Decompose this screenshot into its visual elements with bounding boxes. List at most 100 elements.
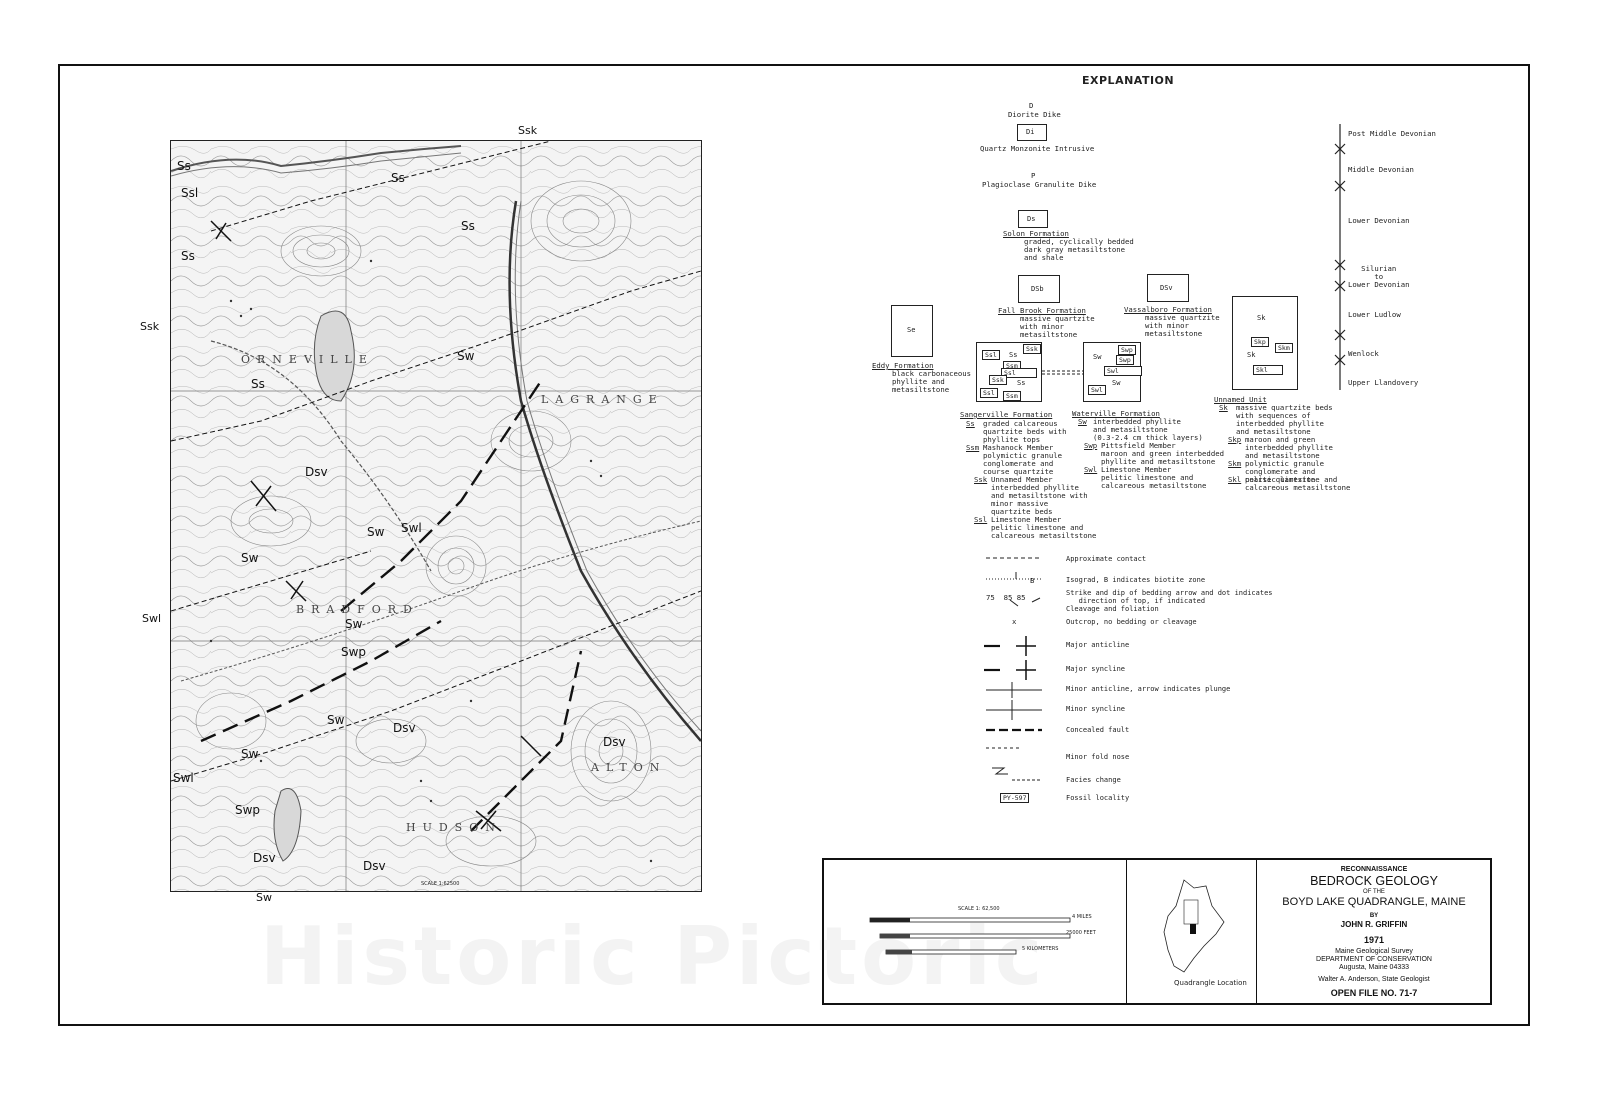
- isograd-glyph: B: [1030, 576, 1035, 585]
- title-year: 1971: [1363, 935, 1385, 945]
- diorite-symbol: D: [1029, 101, 1034, 110]
- maine-outline-map: [1163, 879, 1225, 973]
- plagioclase-symbol: P: [1031, 171, 1036, 180]
- age-label: Upper Llandovery: [1348, 378, 1419, 387]
- unnamed-desc: pelitic limestone and calcareous metasil…: [1245, 475, 1351, 492]
- title-department: DEPARTMENT OF CONSERVATION: [1316, 956, 1432, 963]
- map-unit-label: Dsv: [603, 735, 626, 749]
- title-by: BY: [1369, 913, 1379, 919]
- town-label: ORNEVILLE: [241, 353, 374, 366]
- waterville-block: Swp Sw Swp Swl Sw Swl: [1083, 342, 1142, 402]
- map-edge-label: Ssk: [518, 124, 538, 137]
- vassalboro-name: Vassalboro Formation: [1124, 305, 1212, 314]
- map-unit-label: Swl: [173, 771, 194, 785]
- sangerville-code: Ss: [966, 419, 975, 428]
- eddy-box: Se: [891, 305, 933, 357]
- map-edge-label: Ssk: [140, 320, 160, 333]
- sangerville-code: Ssm: [966, 443, 980, 452]
- sangerville-code: Ssk: [974, 475, 988, 484]
- fall-brook-name: Fall Brook Formation: [998, 306, 1086, 315]
- map-unit-label: Dsv: [393, 721, 416, 735]
- solon-desc: graded, cyclically bedded dark gray meta…: [1024, 237, 1134, 262]
- solon-name: Solon Formation: [1003, 229, 1069, 238]
- scale-title: SCALE 1: 62,500: [958, 906, 1000, 912]
- waterville-code: Sw: [1078, 417, 1087, 426]
- vassalboro-desc: massive quartzite with minor metasiltsto…: [1145, 313, 1220, 338]
- title-agency: Maine Geological Survey: [1335, 948, 1413, 955]
- map-unit-label: Ss: [251, 377, 265, 391]
- legend-label: Major syncline: [1066, 665, 1126, 673]
- solon-box: Ds: [1018, 210, 1048, 228]
- title-quadrangle: BOYD LAKE QUADRANGLE, MAINE: [1282, 896, 1466, 908]
- legend-label: Minor syncline: [1066, 705, 1126, 713]
- map-unit-label: Sw: [345, 617, 363, 631]
- sangerville-desc: Mashanock Member polymictic granule cong…: [983, 443, 1063, 476]
- sangerville-desc: graded calcareous quartzite beds with ph…: [983, 419, 1067, 444]
- map-unit-label: Dsv: [363, 859, 386, 873]
- scale-km: 5 KILOMETERS: [1022, 946, 1059, 952]
- unnamed-unit-name: Unnamed Unit: [1214, 395, 1267, 404]
- map-sheet-border: [58, 64, 1530, 1026]
- map-scale-note: SCALE 1:62500: [421, 881, 460, 887]
- unnamed-code: Sk: [1219, 403, 1228, 412]
- waterville-desc: Limestone Member pelitic limestone and c…: [1101, 465, 1207, 490]
- waterville-desc: Pittsfield Member maroon and green inter…: [1101, 441, 1225, 466]
- unnamed-unit-block: Sk Skp Skm Sk Skl: [1232, 296, 1298, 390]
- map-unit-label: Swl: [401, 521, 422, 535]
- eddy-desc: black carbonaceous phyllite and metasilt…: [892, 369, 972, 394]
- legend-label: Minor fold nose: [1066, 753, 1130, 761]
- strike-dip-glyph: 75 85 85: [986, 593, 1026, 602]
- title-block: [822, 858, 1492, 1005]
- eddy-name: Eddy Formation: [872, 361, 934, 370]
- map-edge-label: Sw: [256, 891, 272, 904]
- map-unit-label: Swp: [235, 803, 261, 817]
- town-label: HUDSON: [406, 821, 502, 834]
- age-label: Wenlock: [1348, 349, 1379, 358]
- scale-feet: 25000 FEET: [1066, 930, 1096, 936]
- legend-label: Strike and dip of bedding arrow and dot …: [1066, 589, 1273, 613]
- map-linework: [171, 141, 701, 891]
- fall-brook-desc: massive quartzite with minor metasiltsto…: [1020, 314, 1095, 339]
- map-unit-label: Sw: [241, 551, 259, 565]
- waterville-desc: interbedded phyllite and metasiltstone (…: [1093, 417, 1203, 442]
- map-unit-label: Ss: [181, 249, 195, 263]
- age-label: Post Middle Devonian: [1348, 129, 1436, 138]
- unnamed-desc: polymictic granule conglomerate and coar…: [1245, 459, 1325, 484]
- age-label: Middle Devonian: [1348, 165, 1414, 174]
- watermark: Historic Pictoric: [260, 910, 1047, 1003]
- map-edge-label: Swl: [142, 612, 162, 625]
- age-column-line: [1334, 124, 1346, 390]
- scale-miles: 4 MILES: [1072, 914, 1092, 920]
- sangerville-code: Ssl: [974, 515, 988, 524]
- map-unit-label: Ss: [177, 159, 191, 173]
- legend-symbols: [984, 557, 1042, 781]
- unnamed-code: Skp: [1228, 435, 1242, 444]
- title-main: BEDROCK GEOLOGY: [1310, 874, 1438, 888]
- title-reconnaissance: RECONNAISSANCE: [1340, 866, 1408, 873]
- sangerville-name: Sangerville Formation: [960, 410, 1053, 419]
- title-address: Augusta, Maine 04333: [1338, 964, 1410, 971]
- age-label: Lower Ludlow: [1348, 310, 1401, 319]
- map-unit-label: Sw: [457, 349, 475, 363]
- legend-label: Fossil locality: [1066, 794, 1130, 802]
- fossil-locality-box: PY-597: [1000, 793, 1030, 803]
- title-geologist: Walter A. Anderson, State Geologist: [1318, 976, 1430, 983]
- town-label: LAGRANGE: [541, 393, 664, 406]
- legend-label: Approximate contact: [1066, 555, 1147, 563]
- scale-bars: [869, 917, 1071, 955]
- quartz-monzonite-label: Quartz Monzonite Intrusive: [980, 144, 1095, 153]
- waterville-code: Swp: [1084, 441, 1098, 450]
- map-unit-label: Sw: [241, 747, 259, 761]
- quartz-monzonite-box: Di: [1017, 124, 1047, 141]
- legend-label: Facies change: [1066, 776, 1121, 784]
- title-of: OF THE: [1363, 889, 1385, 895]
- map-unit-label: Dsv: [253, 851, 276, 865]
- unnamed-desc: massive quartzite beds with sequences of…: [1236, 403, 1333, 436]
- legend-label: Concealed fault: [1066, 726, 1130, 734]
- plagioclase-label: Plagioclase Granulite Dike: [982, 180, 1097, 189]
- geologic-map[interactable]: ORNEVILLE LAGRANGE BRADFORD ALTON HUDSON…: [170, 140, 702, 892]
- map-unit-label: Swp: [341, 645, 367, 659]
- legend-label: Outcrop, no bedding or cleavage: [1066, 618, 1197, 626]
- legend-label: Minor anticline, arrow indicates plunge: [1066, 685, 1231, 693]
- age-label: Lower Devonian: [1348, 216, 1410, 225]
